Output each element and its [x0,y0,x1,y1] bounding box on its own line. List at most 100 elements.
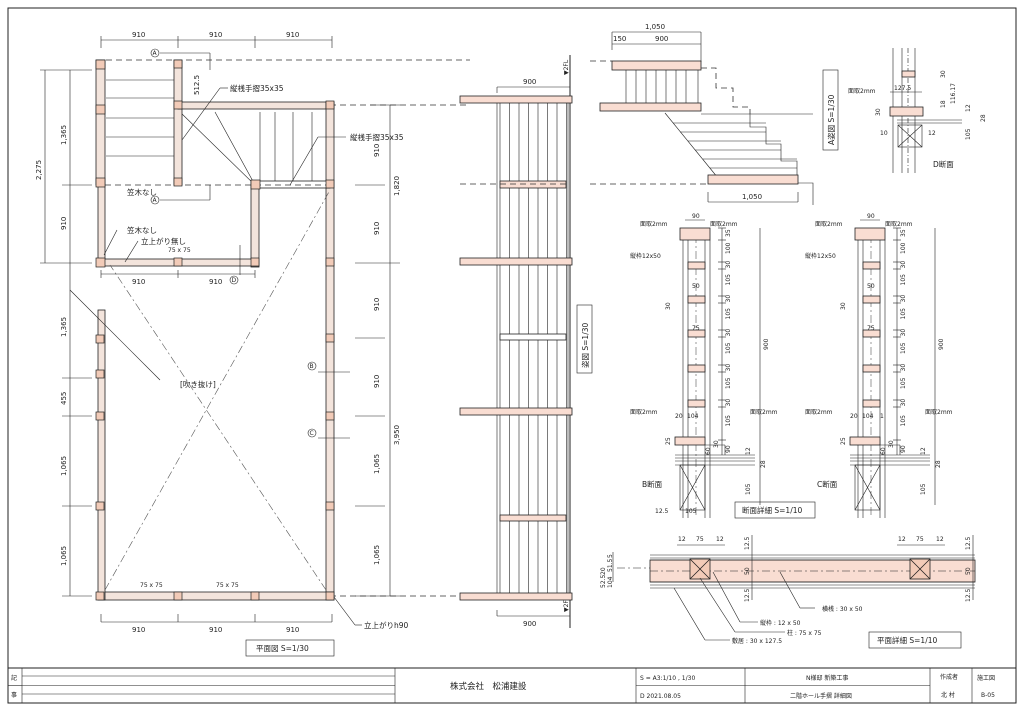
dim-label: 90 [725,445,732,453]
dim-label: 900 [763,338,770,350]
dim-label: 60 [880,447,887,455]
plan-inner-dimension [100,270,256,278]
handrail-walls [95,59,470,601]
plan-left-dim-2: 1,365 [60,125,68,145]
notes-label-1: 記 [11,674,17,682]
pd-dim-12b: 12 [716,536,724,543]
pd-left-20: 20 [600,567,607,575]
dim-label: 105 [725,274,732,286]
scale: S = A3:1/10 , 1/30 [640,675,695,682]
dim-label: 面取2mm [640,221,668,228]
dim-label: 105 [725,415,732,427]
plan-right-dim-6: 1,065 [373,545,381,565]
d-chamfer: 面取2mm [848,88,876,95]
dim-label: 100 [725,242,732,254]
date: D 2021.08.05 [640,693,681,700]
plan-bottom-dim-1: 910 [132,626,145,634]
dim-label: 30 [725,295,732,303]
d-dim-30: 30 [875,108,882,116]
dim-512-5: 512.5 [193,75,201,95]
void-label: [吹き抜け] [180,379,216,389]
dim-label: 105 [900,274,907,286]
note-no-kasagi-1: 笠木なし [127,187,157,197]
plan-right-dim-4: 910 [373,375,381,388]
dim-label: 30 [713,440,720,448]
pd-right-12-5b: 12.5 [965,588,972,602]
dim-label: 25 [665,437,672,445]
dim-label: 90 [692,213,700,220]
dim-label: 25 [840,437,847,445]
floor-plan: 910 910 910 2,275 1,365 910 1,365 455 1,… [35,31,470,657]
plan-inner-dim-1: 910 [132,278,145,286]
section-marker-a-top: A [150,48,211,70]
pd-dim-75: 75 [696,536,704,543]
svg-text:A: A [153,197,158,204]
dim-label: 30 [900,295,907,303]
dim-label: 50 [692,283,700,290]
dim-label: 900 [938,338,945,350]
dim-label: 面取2mm [805,409,833,416]
d-dim-30b: 30 [940,70,947,78]
dim-label: 105 [900,342,907,354]
note-no-kasagi-2: 笠木なし [127,225,157,235]
dim-label: 30 [725,329,732,337]
elevation-view: ▼2FL ▼2FL 900 900 姿図 S=1/30 [459,55,593,628]
dim-label: 105 [900,308,907,320]
note-handrail-1: 縦桟手摺35x35 [230,83,284,93]
stair-cut-line [69,289,161,381]
elevation-dim-top: 900 [523,78,536,86]
post-size-label: 75 x 75 [168,247,191,254]
level-2fl-top: ▼2FL [563,59,570,75]
dim-label: C断面 [817,479,838,489]
author-label: 作成者 [940,673,958,681]
note-upstand-h90: 立上がりh90 [364,620,409,630]
notes-label-2: 事 [11,691,17,699]
pd-dim-12: 12 [678,536,686,543]
plan-right-dim-1: 910 [373,144,381,157]
elevation-dim-bottom: 900 [523,620,536,628]
pd-dim-12-5: 12.5 [744,536,751,550]
plan-right-dim-3: 910 [373,298,381,311]
dim-label: 30 [725,399,732,407]
dim-label: 105 [920,483,927,495]
dim-label: 104 [862,413,874,420]
plan-left-dim-total: 2,275 [35,160,43,180]
dim-label: 90 [867,213,875,220]
plan-left-dim-5: 455 [60,392,68,405]
dim-label: 28 [760,460,767,468]
pd-right-50b: 50 [965,567,972,575]
dim-label: 75 [692,325,700,332]
section-marker-a-bottom: A [150,185,211,205]
plan-left-dim-7: 1,065 [60,546,68,566]
post-size-label: 75 x 75 [140,582,163,589]
dim-label: 105 [685,508,697,515]
dim-label: 面取2mm [815,221,843,228]
d-dim-116: 116.17 [950,83,957,104]
plan-right-total-1820: 1,820 [393,176,401,196]
dim-label: 面取2mm [925,409,953,416]
dim-label: 12 [745,447,752,455]
dim-label: 30 [900,261,907,269]
svg-text:B: B [310,363,314,370]
dim-label: 105 [745,483,752,495]
pd-note-rail: 横桟 : 30 x 50 [822,605,863,613]
dim-label: 1 [880,413,884,420]
dim-label: 90 [900,445,907,453]
section-marker-c: C [307,428,350,439]
section-title: 断面詳細 S=1/10 [742,505,802,515]
pd-dim-12d: 12 [936,536,944,543]
stair-dim-1050-top: 1,050 [645,23,665,31]
plan-left-dim-4: 1,365 [60,317,68,337]
section-marker-d: D [229,245,241,285]
dim-label: 104 [687,413,699,420]
dim-label: 面取2mm [710,221,738,228]
d-section-title: D断面 [933,159,954,169]
svg-text:A: A [153,50,158,57]
dim-label: 縦枠12x50 [630,252,661,260]
dim-label: 12 [920,447,927,455]
plan-left-dim-3: 910 [60,217,68,230]
pd-dim-12-5b: 12.5 [965,536,972,550]
plan-right-dim-5: 1,065 [373,454,381,474]
plan-title: 平面図 S=1/30 [256,644,309,653]
